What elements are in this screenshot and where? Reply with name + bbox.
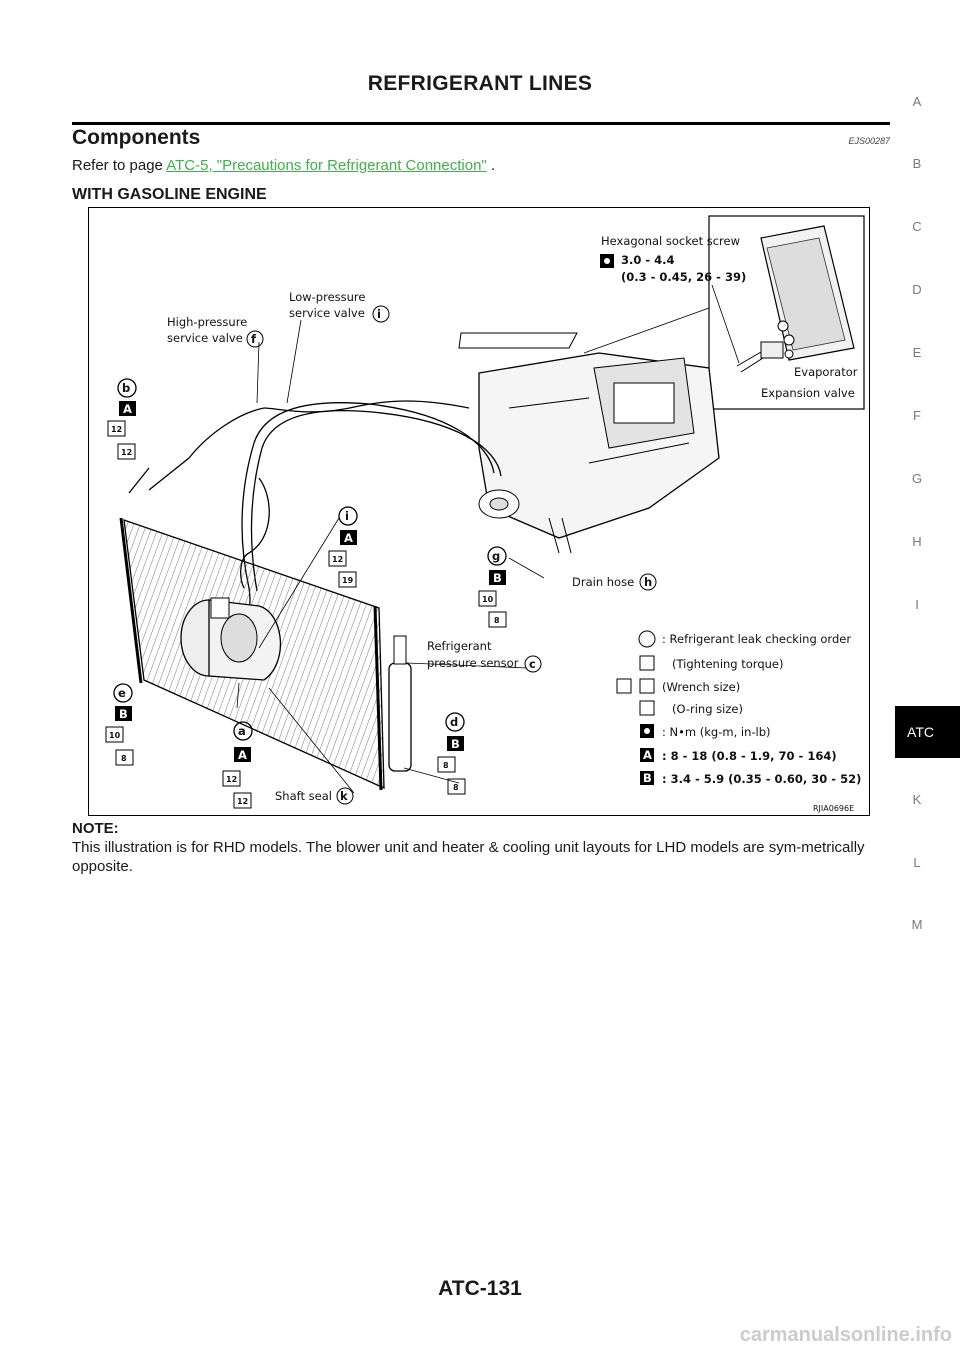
callout-B-d: B: [451, 737, 460, 751]
legend-wrench: (Wrench size): [662, 680, 740, 694]
drain-hose-label: Drain hose: [572, 575, 634, 589]
callout-A-a: A: [238, 748, 247, 762]
header-rule: [72, 122, 890, 125]
heater-cooling-unit-icon: [458, 332, 720, 554]
low-pressure-label-1: Low-pressure: [289, 290, 365, 304]
shaft-seal-label: Shaft seal: [275, 789, 332, 803]
side-index-f[interactable]: F: [913, 408, 921, 423]
side-index-a[interactable]: A: [912, 94, 922, 109]
refrigerant-label-2: pressure sensor: [427, 656, 519, 670]
size-10-g: 10: [482, 595, 494, 604]
side-index-c[interactable]: C: [912, 219, 922, 234]
size-12-b2: 12: [121, 448, 132, 457]
watermark: carmanualsonline.info: [739, 1324, 952, 1346]
hex-screw-label: Hexagonal socket screw: [601, 234, 740, 248]
side-index-d[interactable]: D: [912, 282, 922, 297]
figure-drawing: Hexagonal socket screw 3.0 - 4.4 (0.3 - …: [105, 215, 865, 813]
legend-torque-b: : 3.4 - 5.9 (0.35 - 0.60, 30 - 52): [662, 772, 861, 786]
legend-units: : N•m (kg-m, in-lb): [662, 725, 771, 739]
size-8-e: 8: [121, 754, 127, 763]
callout-g: g: [492, 549, 500, 563]
callout-k: k: [340, 789, 348, 803]
side-index-k[interactable]: K: [912, 792, 922, 807]
subsection-title: WITH GASOLINE ENGINE: [72, 186, 267, 203]
legend-torque-a: : 8 - 18 (0.8 - 1.9, 70 - 164): [662, 749, 837, 763]
callout-e: e: [118, 686, 126, 700]
expansion-valve-icon: [736, 341, 794, 373]
refer-suffix: .: [486, 157, 496, 174]
evaporator-label: Evaporator: [794, 365, 858, 379]
side-index-b[interactable]: B: [912, 156, 922, 171]
callout-B-g: B: [493, 571, 502, 585]
callout-i-top: i: [377, 307, 381, 321]
hex-torque-label: 3.0 - 4.4: [621, 253, 675, 267]
high-pressure-label-2: service valve: [167, 331, 243, 345]
size-12-a2: 12: [237, 797, 248, 806]
side-index-e[interactable]: E: [912, 345, 922, 360]
size-12-a1: 12: [226, 775, 237, 784]
section-title: Components: [72, 126, 201, 149]
section-code: EJS00287: [848, 136, 890, 146]
expansion-valve-label: Expansion valve: [761, 386, 855, 400]
callout-A-b: A: [123, 402, 132, 416]
legend-B-box: B: [643, 771, 652, 785]
refrigerant-lines-figure: Hexagonal socket screw 3.0 - 4.4 (0.3 - …: [88, 207, 870, 816]
refer-prefix: Refer to page: [72, 157, 167, 174]
low-pressure-label-2: service valve: [289, 306, 365, 320]
page-header-title: REFRIGERANT LINES: [367, 72, 593, 95]
size-19-i: 19: [342, 576, 354, 585]
side-index-g[interactable]: G: [911, 471, 923, 486]
legend-tightening: (Tightening torque): [672, 657, 783, 671]
callout-c: c: [529, 657, 536, 671]
callout-b: b: [122, 381, 130, 395]
side-index-i[interactable]: I: [915, 597, 919, 612]
callout-A-i: A: [344, 531, 353, 545]
liquid-tank-icon: [388, 635, 412, 772]
size-12-i: 12: [332, 555, 343, 564]
figure-code: RJIA0696E: [813, 804, 854, 813]
size-10-e: 10: [109, 731, 121, 740]
side-index-h[interactable]: H: [912, 534, 922, 549]
side-index: A B C D E F G H I ATC K L M: [895, 0, 960, 1358]
size-12-b1: 12: [111, 425, 122, 434]
size-8-d2: 8: [453, 783, 459, 792]
callout-h: h: [644, 575, 652, 589]
hex-torque-alt-label: (0.3 - 0.45, 26 - 39): [621, 270, 746, 284]
compressor-icon: [180, 597, 282, 681]
callout-B-e: B: [119, 707, 128, 721]
callout-i: i: [345, 509, 349, 523]
legend-A-box: A: [643, 748, 652, 762]
high-pressure-label-1: High-pressure: [167, 315, 247, 329]
note-label: NOTE:: [72, 820, 119, 837]
refrigerant-label-1: Refrigerant: [427, 639, 492, 653]
refer-line: Refer to page ATC-5, "Precautions for Re…: [72, 157, 495, 174]
callout-f: f: [251, 332, 257, 346]
side-index-atc-tab[interactable]: ATC: [895, 706, 960, 758]
side-index-l[interactable]: L: [913, 855, 921, 870]
size-8-g: 8: [494, 616, 500, 625]
legend: : Refrigerant leak checking order (Tight…: [616, 630, 861, 786]
legend-leak-order: : Refrigerant leak checking order: [662, 632, 851, 646]
footer-page-number: ATC-131: [438, 1277, 522, 1300]
size-8-d1: 8: [443, 761, 449, 770]
legend-oring: (O-ring size): [672, 702, 743, 716]
callout-d: d: [450, 715, 458, 729]
evaporator-icon: [760, 225, 855, 361]
torque-wrench-icon: [600, 254, 614, 268]
note-text: This illustration is for RHD models. The…: [72, 839, 865, 875]
precautions-link[interactable]: ATC-5, "Precautions for Refrigerant Conn…: [166, 157, 487, 174]
callout-a: a: [238, 724, 246, 738]
side-index-m[interactable]: M: [911, 917, 923, 932]
